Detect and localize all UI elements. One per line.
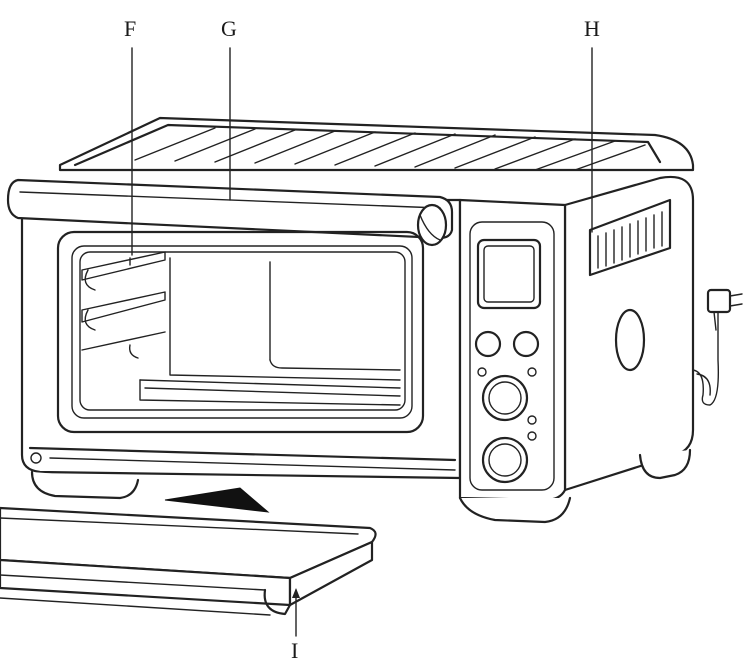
lower-dial: [481, 436, 529, 484]
power-cord: [692, 288, 743, 406]
oven-window: [56, 230, 425, 434]
leader-arrow-i: [292, 588, 300, 598]
button-right: [512, 330, 540, 358]
plug-icon: [706, 288, 732, 314]
crumb-tray: [0, 506, 377, 616]
door-handle: [6, 178, 454, 247]
side-vents: [588, 198, 672, 372]
callout-label-h: H: [584, 16, 600, 41]
top-vents: [134, 127, 646, 171]
tray-slot: [28, 446, 457, 471]
oven-body: [20, 116, 695, 502]
rack-supports: [81, 251, 401, 406]
callout-label-f: F: [124, 16, 137, 41]
upper-dial: [481, 374, 529, 422]
control-panel: [474, 238, 542, 484]
insertion-arrow: [164, 487, 270, 513]
oven-feet: [30, 448, 692, 524]
callout-label-g: G: [221, 16, 237, 41]
lcd-display: [476, 238, 542, 310]
button-left: [474, 330, 502, 358]
callout-label-i: I: [291, 638, 299, 663]
